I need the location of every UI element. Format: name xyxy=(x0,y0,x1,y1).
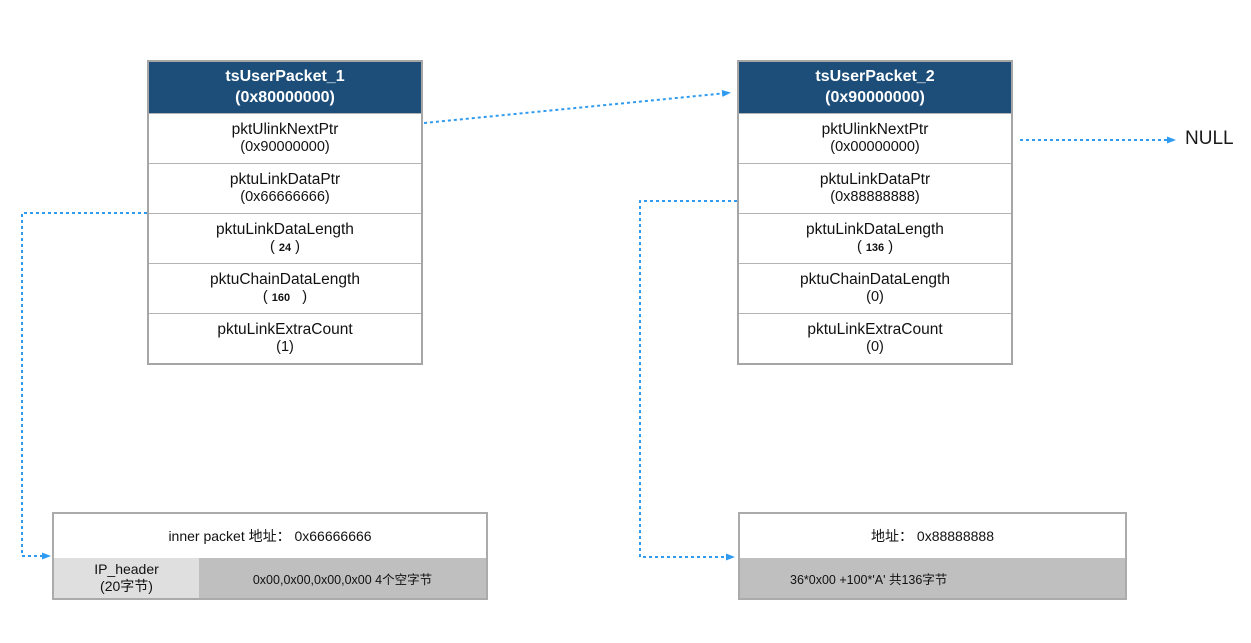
field-row: pktUlinkNextPtr (0x00000000) xyxy=(739,113,1011,163)
field-row: pktuLinkDataPtr (0x66666666) xyxy=(149,163,421,213)
field-name: pktuLinkDataLength xyxy=(216,220,354,238)
field-row: pktuLinkDataLength ( 136 ) xyxy=(739,213,1011,263)
data-buffer-1: inner packet 地址： 0x66666666 IP_header (2… xyxy=(52,512,488,600)
ip-header-label: IP_header xyxy=(94,560,159,577)
buffer-1-cells: IP_header (20字节) 0x00,0x00,0x00,0x00 4个空… xyxy=(54,558,486,598)
packet-2-title: tsUserPacket_2 xyxy=(815,67,935,85)
data-buffer-2: 地址： 0x88888888 36*0x00 +100*'A' 共136字节 xyxy=(738,512,1127,600)
null-terminator-label: NULL xyxy=(1185,128,1234,149)
field-name: pktUlinkNextPtr xyxy=(821,120,929,138)
field-name: pktuLinkDataPtr xyxy=(229,170,341,188)
buffer-1-title: inner packet 地址： 0x66666666 xyxy=(54,514,486,558)
packet-struct-1: tsUserPacket_1 (0x80000000) pktUlinkNext… xyxy=(147,60,423,365)
field-row: pktuLinkDataPtr (0x88888888) xyxy=(739,163,1011,213)
packet-1-header: tsUserPacket_1 (0x80000000) xyxy=(149,62,421,113)
field-name: pktUlinkNextPtr xyxy=(231,120,339,138)
field-name: pktuLinkExtraCount xyxy=(807,320,943,338)
field-value: ( 160 ) xyxy=(262,289,308,306)
field-name: pktuLinkDataPtr xyxy=(819,170,931,188)
packet-1-address: (0x80000000) xyxy=(235,88,335,106)
arrow-pkt1-dataptr-to-buffer1 xyxy=(21,212,147,560)
arrow-pkt2-dataptr-to-buffer2 xyxy=(639,200,737,561)
field-value: (1) xyxy=(276,339,294,356)
field-name: pktuChainDataLength xyxy=(800,270,950,288)
field-row: pktuChainDataLength ( 160 ) xyxy=(149,263,421,313)
buffer-2-data-cell: 36*0x00 +100*'A' 共136字节 xyxy=(740,558,1125,598)
field-value: (0x88888888) xyxy=(830,189,920,206)
field-row: pktuLinkExtraCount (1) xyxy=(149,313,421,363)
field-row: pktUlinkNextPtr (0x90000000) xyxy=(149,113,421,163)
field-row: pktuLinkDataLength ( 24 ) xyxy=(149,213,421,263)
field-value: ( 24 ) xyxy=(270,239,300,256)
arrow-pkt1-next-to-pkt2 xyxy=(423,90,731,124)
packet-2-header: tsUserPacket_2 (0x90000000) xyxy=(739,62,1011,113)
packet-2-address: (0x90000000) xyxy=(825,88,925,106)
packet-struct-2: tsUserPacket_2 (0x90000000) pktUlinkNext… xyxy=(737,60,1013,365)
buffer-2-title: 地址： 0x88888888 xyxy=(740,514,1125,558)
field-value: (0x90000000) xyxy=(240,139,330,156)
field-value: ( 136 ) xyxy=(856,239,894,256)
field-row: pktuChainDataLength (0) xyxy=(739,263,1011,313)
field-name: pktuLinkExtraCount xyxy=(217,320,353,338)
field-value: (0) xyxy=(866,339,884,356)
field-name: pktuChainDataLength xyxy=(210,270,360,288)
ip-header-cell: IP_header (20字节) xyxy=(54,558,199,598)
buffer-1-data-cell: 0x00,0x00,0x00,0x00 4个空字节 xyxy=(199,558,486,598)
field-name: pktuLinkDataLength xyxy=(806,220,944,238)
field-value: (0x66666666) xyxy=(240,189,330,206)
buffer-2-cells: 36*0x00 +100*'A' 共136字节 xyxy=(740,558,1125,598)
field-row: pktuLinkExtraCount (0) xyxy=(739,313,1011,363)
ip-header-size: (20字节) xyxy=(100,578,153,594)
field-value: (0) xyxy=(866,289,884,306)
packet-1-title: tsUserPacket_1 xyxy=(225,67,345,85)
field-value: (0x00000000) xyxy=(830,139,920,156)
